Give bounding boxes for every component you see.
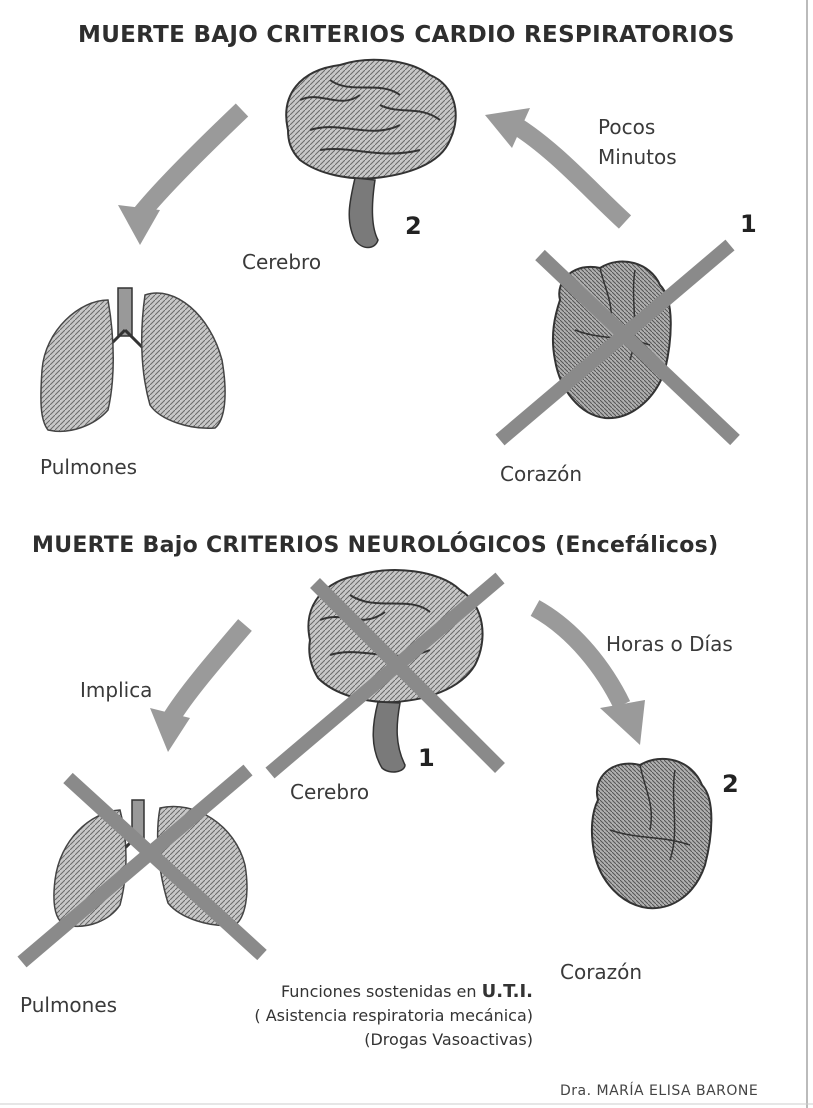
bottom-title-part3: CRITERIOS NEUROLÓGICOS (Encefálicos) [198, 533, 718, 558]
uti-note-line1: Funciones sostenidas en U.T.I. [180, 980, 533, 1004]
bottom-title-part1: MUERTE [32, 533, 143, 558]
bottom-brain-order: 1 [418, 744, 435, 772]
bottom-uti-note: Funciones sostenidas en U.T.I. ( Asisten… [180, 980, 533, 1052]
bottom-title: MUERTE Bajo CRITERIOS NEUROLÓGICOS (Ence… [32, 533, 718, 558]
arrow-brain-to-heart-bottom [535, 608, 645, 745]
bottom-heart-order: 2 [722, 770, 739, 798]
author-credit: Dra. MARÍA ELISA BARONE [560, 1083, 758, 1099]
top-time-note-line2: Minutos [598, 142, 677, 172]
bottom-time-note: Horas o Días [606, 632, 733, 656]
bottom-brain-label: Cerebro [290, 780, 369, 804]
top-brain-order: 2 [405, 212, 422, 240]
uti-note-line2: ( Asistencia respiratoria mecánica) [180, 1004, 533, 1028]
bottom-implies: Implica [80, 678, 152, 702]
brain-image-top [286, 60, 455, 248]
top-time-note: Pocos Minutos [598, 112, 677, 172]
top-lungs-label: Pulmones [40, 455, 137, 479]
top-brain-label: Cerebro [242, 250, 321, 274]
uti-note-bold: U.T.I. [482, 981, 533, 1002]
top-heart-label: Corazón [500, 462, 582, 486]
top-title: MUERTE BAJO CRITERIOS CARDIO RESPIRATORI… [78, 22, 735, 48]
lungs-image-top [41, 288, 225, 431]
uti-note-line3: (Drogas Vasoactivas) [180, 1028, 533, 1052]
top-time-note-line1: Pocos [598, 112, 677, 142]
bottom-title-part2: Bajo [143, 533, 198, 558]
uti-note-prefix: Funciones sostenidas en [281, 982, 482, 1001]
bottom-lungs-label: Pulmones [20, 993, 117, 1017]
arrow-brain-to-lungs-top [118, 110, 242, 245]
top-heart-order: 1 [740, 210, 757, 238]
bottom-heart-label: Corazón [560, 960, 642, 984]
arrow-brain-to-lungs-bottom [150, 625, 245, 752]
heart-image-bottom [592, 759, 711, 908]
